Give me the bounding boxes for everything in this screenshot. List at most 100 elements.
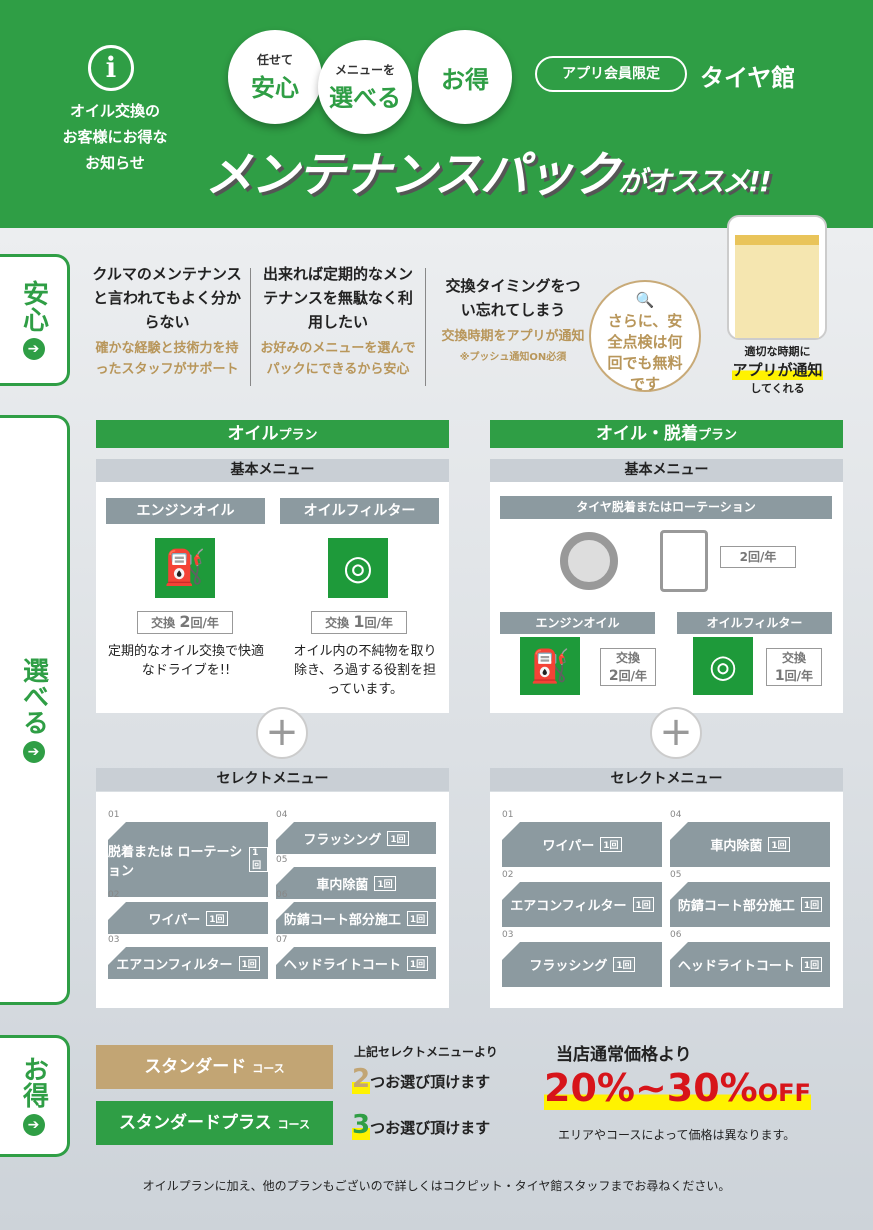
select-item-number: 01 [108,810,120,820]
frequency-badge: 交換 2回/年 [137,611,233,634]
count-badge: 1回 [768,837,790,852]
count-badge: 1回 [206,910,228,926]
count-badge: 1回 [600,837,622,852]
select-menu-item: ワイパー 1回 [108,902,268,934]
free-inspection-circle: 🔍さらに、安全点検は何回でも無料です [589,280,701,393]
tab-anshin: 安心➔ [0,254,70,386]
label-oil-filter: オイルフィルター [280,498,439,524]
label-engine-oil: エンジンオイル [500,612,655,634]
basic-menu-header: 基本メニュー [96,459,449,482]
select-item-label: フラッシング [303,832,382,848]
tab-otoku: お得➔ [0,1035,70,1157]
arrow-right-icon: ➔ [22,741,45,763]
bubble-eraberu: メニューを選べる [318,40,412,134]
select-item-label: 防錆コート部分施工 [283,912,401,928]
standard-course-button: スタンダード コース [96,1045,333,1089]
select-item-label: ヘッドライトコート [283,957,401,973]
app-notify-text: 適切な時期に アプリが通知 してくれる [732,345,823,395]
arrow-right-icon: ➔ [22,338,45,360]
divider [250,268,251,386]
count-badge: 1回 [800,957,823,972]
count-badge: 1回 [406,955,429,971]
count-badge: 1回 [238,955,260,971]
header-banner: i オイル交換の お客様にお得な お知らせ 任せて安心 メニューを選べる お得 … [0,0,873,228]
select-item-number: 02 [108,890,120,900]
select-item-number: 06 [670,930,682,940]
page-title: メンテナンスパックがオススメ!! [205,147,772,203]
select-item-number: 05 [276,855,288,865]
select-item-label: 車内除菌 [710,839,763,854]
select-menu-item: エアコンフィルター 1回 [108,947,268,979]
select-item-number: 07 [276,935,288,945]
select-item-number: 04 [670,810,682,820]
plus-icon: + [650,707,702,759]
oil-filter-icon: ◎ [693,637,753,695]
select-menu-item: 車内除菌 1回 [670,822,830,867]
choice-standard-plus: 3つお選び頂けます [352,1110,491,1140]
basic-menu-header: 基本メニュー [490,459,843,482]
discount-text: 20%~30%OFF [544,1066,811,1110]
select-menu-item: エアコンフィルター 1回 [502,882,662,927]
concern-3: 交換タイミングをつい忘れてしまう交換時期をアプリが通知※プッシュ通知ON必須 [441,277,585,363]
select-item-label: エアコンフィルター [510,899,627,914]
select-item-number: 06 [276,890,288,900]
select-item-number: 03 [502,930,514,940]
select-item-label: ワイパー [148,912,201,928]
oil-filter-icon: ◎ [328,538,388,598]
engine-oil-desc: 定期的なオイル交換で快適なドライブを!! [107,644,264,678]
tire-icon [560,532,618,590]
divider [425,268,426,386]
select-menu-item: フラッシング 1回 [276,822,436,854]
label-engine-oil: エンジンオイル [106,498,265,524]
standard-plus-course-button: スタンダードプラス コース [96,1101,333,1145]
price-note: エリアやコースによって価格は異なります。 [558,1128,796,1142]
brand-logo: タイヤ館 [700,64,796,92]
select-item-label: エアコンフィルター [116,957,233,973]
select-lead: 上記セレクトメニューより [354,1045,498,1059]
plan-title-oil: オイルプラン [96,420,449,448]
bubble-otoku: お得 [418,30,512,124]
car-search-icon: 🔍 [635,291,655,309]
frequency-badge: 2回/年 [720,546,796,568]
bubble-anshin: 任せて安心 [228,30,322,124]
count-badge: 1回 [387,830,409,846]
select-menu-header: セレクトメニュー [490,768,843,791]
select-menu-item: ヘッドライトコート 1回 [276,947,436,979]
price-lead: 当店通常価格より [556,1045,692,1065]
select-menu-item: ワイパー 1回 [502,822,662,867]
select-menu-item: 防錆コート部分施工 1回 [276,902,436,934]
label-tire-rotation: タイヤ脱着またはローテーション [500,496,832,519]
select-menu-header: セレクトメニュー [96,768,449,791]
phone-app-image [727,215,827,340]
select-item-number: 01 [502,810,514,820]
select-item-label: 車内除菌 [316,877,369,893]
oil-jug-icon: ⛽ [155,538,215,598]
oil-filter-desc: オイル内の不純物を取り除き、ろ過する役割を担っています。 [293,644,437,697]
count-badge: 1回 [800,897,823,912]
select-item-label: 脱着または ローテーション [108,844,243,879]
select-item-number: 02 [502,870,514,880]
rotation-icon [660,530,708,592]
oil-jug-icon: ⛽ [520,637,580,695]
app-member-badge: アプリ会員限定 [535,56,687,92]
concern-2: 出来れば定期的なメンテナンスを無駄なく利用したいお好みのメニューを選んでパックに… [260,265,416,377]
count-badge: 1回 [249,847,268,872]
tab-eraberu: 選べる➔ [0,415,70,1005]
plus-icon: + [256,707,308,759]
count-badge: 1回 [406,910,429,926]
select-item-label: ワイパー [542,839,595,854]
concern-1: クルマのメンテナンスと言われてもよく分からない確かな経験と技術力を持ったスタッフ… [92,265,242,377]
arrow-right-icon: ➔ [22,1114,45,1136]
select-item-number: 04 [276,810,288,820]
footer-note: オイルプランに加え、他のプランもございので詳しくはコクピット・タイヤ館スタッフま… [142,1179,731,1193]
count-badge: 1回 [632,897,654,912]
frequency-badge: 交換 1回/年 [311,611,407,634]
